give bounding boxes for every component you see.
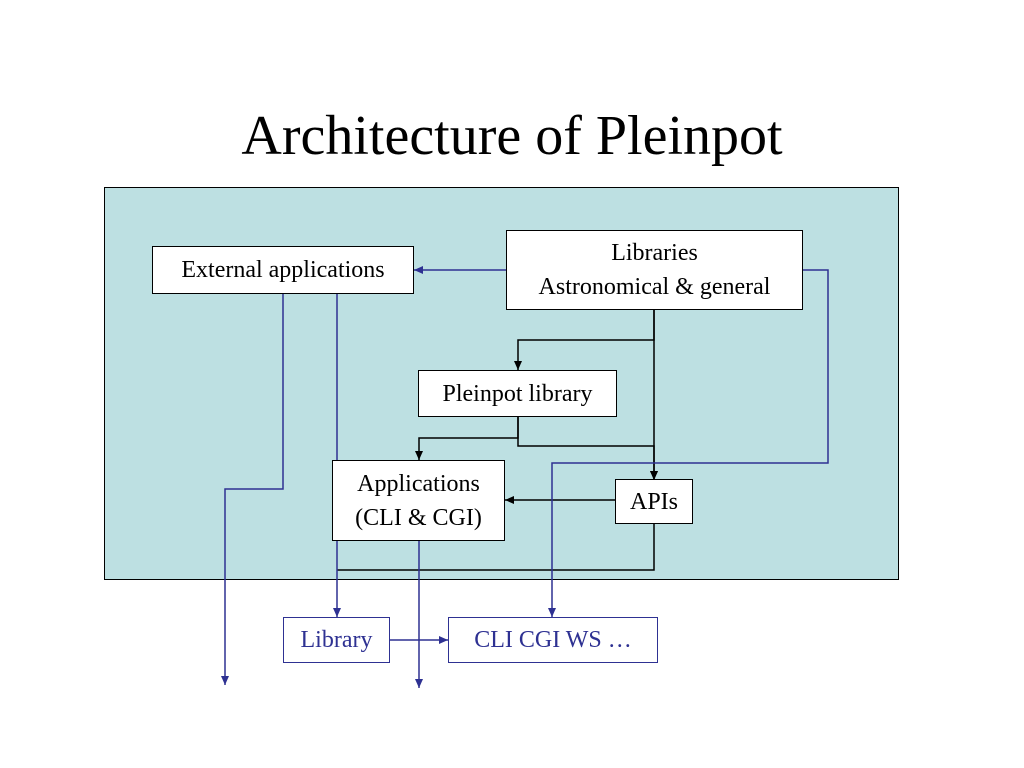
edge-libraries-to-cli-output xyxy=(548,269,829,617)
pleinpot-library-label: Pleinpot library xyxy=(442,380,593,407)
slide-title: Architecture of Pleinpot xyxy=(241,105,783,167)
edge-external-applications-down xyxy=(221,293,284,685)
external-applications-box: External applications xyxy=(152,246,414,294)
apis-label: APIs xyxy=(629,488,678,515)
edge-libraries-to-library-output xyxy=(333,269,414,617)
cli-output-box: CLI CGI WS … xyxy=(448,617,658,663)
cli-output-label: CLI CGI WS … xyxy=(474,627,632,653)
edge-pleinpot-library-to-apis xyxy=(517,416,658,480)
external-applications-label: External applications xyxy=(181,257,385,283)
edge-pleinpot-library-to-applications xyxy=(415,416,519,460)
libraries-box: Libraries Astronomical & general xyxy=(506,230,803,310)
libraries-label-line2: Astronomical & general xyxy=(538,274,771,300)
edge-apis-down-to-panel-bottom xyxy=(337,524,655,571)
apis-box: APIs xyxy=(615,479,693,524)
libraries-label-line1: Libraries xyxy=(611,240,698,266)
edge-libraries-to-pleinpot-library xyxy=(514,310,655,370)
library-output-box: Library xyxy=(283,617,390,663)
library-output-label: Library xyxy=(300,627,373,653)
applications-label-line1: Applications xyxy=(357,470,480,497)
pleinpot-library-box: Pleinpot library xyxy=(418,370,617,417)
applications-box: Applications (CLI & CGI) xyxy=(332,460,505,541)
applications-label-line2: (CLI & CGI) xyxy=(355,504,482,531)
